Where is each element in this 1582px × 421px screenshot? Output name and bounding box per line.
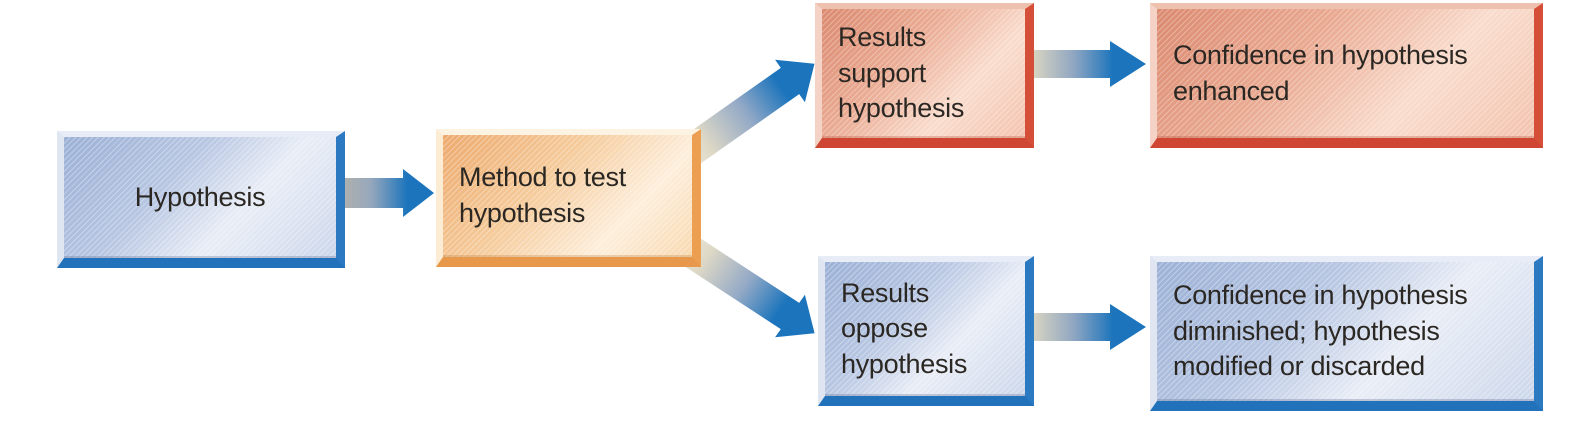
flow-box-method-to-test-hypothesis: Method to test hypothesis <box>436 129 701 267</box>
arrow-method-to-results-oppose <box>682 238 815 338</box>
flow-box-confidence-enhanced: Confidence in hypothesis enhanced <box>1150 3 1543 148</box>
arrow-oppose-to-confidence-diminished <box>1030 304 1146 350</box>
arrow-method-to-results-support <box>682 59 815 164</box>
box-label: Results oppose hypothesis <box>841 277 968 379</box>
flow-box-confidence-diminished: Confidence in hypothesis diminished; hyp… <box>1150 256 1543 411</box>
box-label: Method to test hypothesis <box>459 162 626 228</box>
flow-box-results-oppose-hypothesis: Results oppose hypothesis <box>818 256 1034 406</box>
box-label: Confidence in hypothesis enhanced <box>1173 39 1468 106</box>
flow-box-results-support-hypothesis: Results support hypothesis <box>815 3 1034 148</box>
box-label: Confidence in hypothesis diminished; hyp… <box>1173 280 1468 382</box>
box-label: Hypothesis <box>134 181 266 212</box>
flow-box-hypothesis: Hypothesis <box>57 131 345 268</box>
arrow-support-to-confidence-enhanced <box>1030 41 1146 87</box>
box-label: Results support hypothesis <box>838 22 965 124</box>
arrow-hypothesis-to-method <box>338 169 434 217</box>
